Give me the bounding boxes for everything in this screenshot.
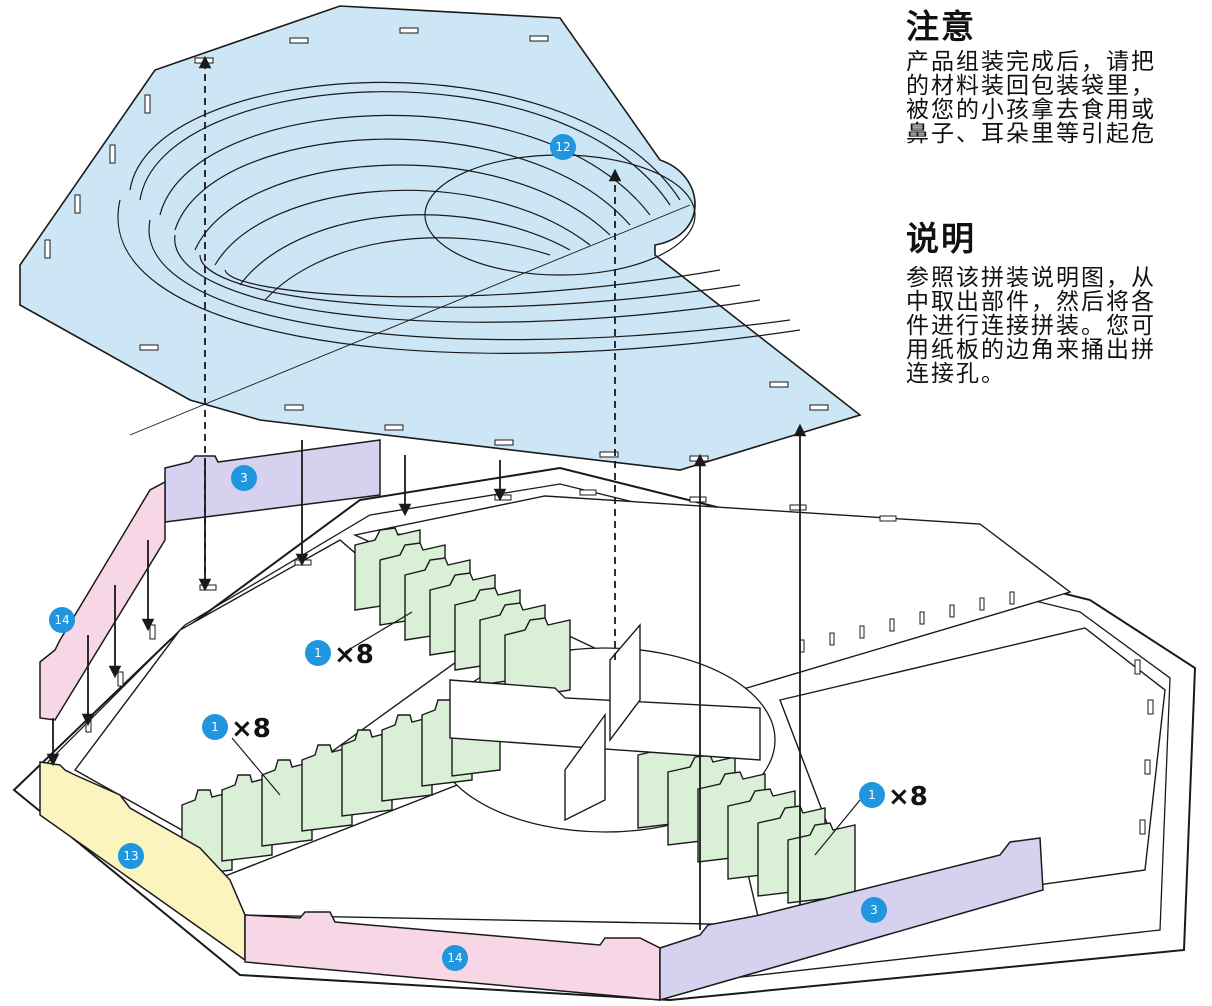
guide-line: 中取出部件，然后将各 — [906, 289, 1156, 315]
qty-callout-back: 1 ×8 — [305, 640, 374, 670]
dividers-right — [637, 737, 856, 904]
qty-badge-label: 1 — [314, 646, 322, 660]
notice-text: 产品组装完成后，请把 的材料装回包装袋里， 被您的小孩拿去食用或 鼻子、耳朵里等… — [906, 50, 1212, 146]
badge-label: 3 — [870, 903, 878, 917]
walls — [39, 439, 1044, 1001]
guide-text: 参照该拼装说明图，从 中取出部件，然后将各 件进行连接拼装。您可 用纸板的边角来… — [906, 266, 1212, 386]
center-cross — [449, 623, 761, 822]
guide-heading: 说明 — [906, 219, 976, 258]
notice-line: 的材料装回包装袋里， — [906, 73, 1156, 99]
badge-label: 12 — [555, 140, 570, 154]
badge-part-14-left: 14 — [49, 607, 75, 633]
lid-arcs — [117, 81, 801, 354]
badge-label: 14 — [447, 951, 462, 965]
dividers-back — [354, 527, 571, 701]
qty-label: ×8 — [334, 640, 374, 670]
badge-label: 3 — [240, 471, 248, 485]
notice-line: 产品组装完成后，请把 — [906, 50, 1156, 75]
badge-part-12: 12 — [550, 134, 576, 160]
lid-slots — [44, 27, 829, 462]
notice-heading: 注意 — [906, 7, 976, 46]
notice-line: 被您的小孩拿去食用或 — [906, 97, 1156, 123]
guide-line: 参照该拼装说明图，从 — [906, 266, 1156, 291]
wall-part-3-back — [164, 439, 381, 523]
qty-badge-label: 1 — [211, 720, 219, 734]
badge-part-13: 13 — [118, 843, 144, 869]
qty-callout-right: 1 ×8 — [859, 782, 928, 812]
wall-part-3-right — [659, 837, 1044, 1001]
qty-callout-left: 1 ×8 — [202, 714, 271, 744]
badge-label: 14 — [54, 613, 69, 627]
callout-leaders — [231, 611, 861, 856]
guide-line: 用纸板的边角来捅出拼 — [906, 337, 1156, 363]
lid-panel — [19, 5, 862, 930]
badge-part-3-back: 3 — [231, 465, 257, 491]
badge-part-3-right: 3 — [861, 897, 887, 923]
guide-section: 说明 — [906, 212, 1212, 260]
wall-part-14-left — [39, 480, 166, 721]
dividers-left — [181, 699, 501, 877]
lid-arrows-solid — [46, 423, 807, 930]
badge-part-14-front: 14 — [442, 945, 468, 971]
badge-label: 13 — [123, 849, 138, 863]
notice-line: 鼻子、耳朵里等引起危 — [906, 121, 1156, 146]
qty-badge-label: 1 — [868, 788, 876, 802]
qty-label: ×8 — [231, 714, 271, 744]
notice-section: 注意 — [906, 0, 1212, 48]
lid-fold-line — [129, 204, 691, 436]
qty-label: ×8 — [888, 782, 928, 812]
guide-line: 连接孔。 — [906, 361, 1006, 386]
guide-line: 件进行连接拼装。您可 — [906, 313, 1156, 339]
